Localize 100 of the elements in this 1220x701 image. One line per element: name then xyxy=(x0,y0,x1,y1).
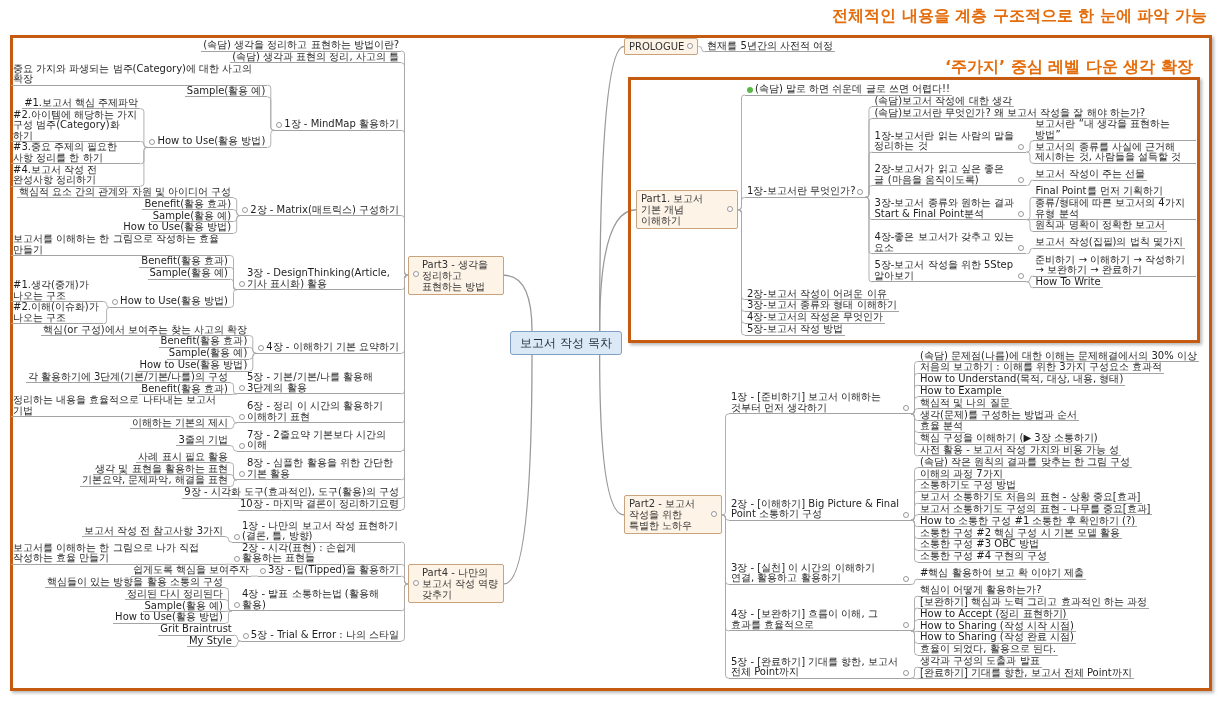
topic: 소통한 구성 #2 핵심 구성 시 기본 모델 활용 xyxy=(918,527,1123,539)
frame-heading: 전체적인 내용을 계층 구조적으로 한 눈에 파악 가능 xyxy=(832,6,1207,25)
connector xyxy=(229,445,238,452)
topic: 생각과 구성의 도출과 발표 xyxy=(918,656,1042,668)
topic: 9장 - 시각화 도구(효과적인), 도구(활용)의 구성 xyxy=(182,487,401,499)
topic: 보고서 소통하기도 처음의 표현 - 상황 중요[효과] xyxy=(918,492,1143,504)
connector xyxy=(224,610,233,612)
topic-text: 5장 - [완료하기] 기대를 향한, 보고서 전체 Point까지 xyxy=(731,656,899,678)
connector xyxy=(910,413,919,457)
connector xyxy=(232,215,241,222)
topic: Benefit(활용 효과) xyxy=(142,198,234,211)
topic xyxy=(729,609,911,632)
topic: 보고서란 “내 생각을 표현하는 방법” xyxy=(1033,119,1196,142)
topic: How to Use(활용 방법) xyxy=(137,360,250,372)
connector xyxy=(400,583,409,642)
connector xyxy=(224,536,233,543)
topic: 각 활용하기에 3단계(기본/기본/나를)의 구성 xyxy=(25,371,230,384)
topic: (속담) 생각과 표현의 정리, 사고의 틀 xyxy=(230,51,401,64)
connector xyxy=(721,413,730,516)
connector xyxy=(1026,196,1034,221)
topic-text: 2장 - Matrix(매트릭스) 구성하기 xyxy=(250,204,399,216)
topic: 5장-보고서 작성 방법 xyxy=(745,324,846,336)
topic: #핵심 활용하여 보고 확 이야기 제출 xyxy=(918,568,1087,580)
topic xyxy=(256,342,401,354)
topic: 효율 분석 xyxy=(918,421,966,433)
topic: 보고서의 종류를 사실에 근거해 제시하는 것, 사람들을 설득할 것 xyxy=(1033,141,1196,164)
topic xyxy=(237,372,401,395)
topic: Sample(활용 예) xyxy=(184,85,268,98)
branch-text: PROLOGUE xyxy=(629,41,685,52)
connector xyxy=(910,502,919,521)
topic: 사례 표시 필요 활용 xyxy=(136,451,230,464)
connector xyxy=(266,96,275,131)
connector xyxy=(910,619,919,632)
connector xyxy=(910,408,919,415)
topic: [보완하기] 핵심과 노력 그리고 효과적인 하는 과정 xyxy=(918,597,1149,609)
branch-curve xyxy=(599,354,625,516)
topic: 소통하기도 구성 방법 xyxy=(918,480,1019,492)
connector xyxy=(865,196,873,283)
topic: 정리하는 내용을 효율적으로 나타내는 보고서 기법 xyxy=(11,395,230,418)
topic xyxy=(237,268,401,291)
topic-text: 1장-보고서란 무엇인가? xyxy=(747,186,856,197)
topic: 준비하기 → 이해하기 → 작성하기 → 보완하기 → 완료하기 xyxy=(1033,254,1196,277)
branch-curve xyxy=(503,274,533,332)
topic: My Style xyxy=(186,635,234,648)
connector xyxy=(1026,219,1034,221)
branch-curve xyxy=(503,354,533,585)
connector xyxy=(229,422,238,430)
branch-box xyxy=(636,190,738,230)
connector xyxy=(1026,248,1034,255)
topic xyxy=(274,119,401,131)
branch-text: Part2 - 보고서 작성을 위한 특별한 노하우 xyxy=(629,498,697,532)
topic: #1.보고서 핵심 주제파악 xyxy=(22,97,141,110)
topic: #2.이해(이슈화)가 나오는 구조 xyxy=(11,302,104,325)
connector xyxy=(229,474,238,481)
topic: [완료하기] 기대를 향한, 보고서 전체 Point까지 xyxy=(918,667,1134,680)
connector xyxy=(224,610,233,624)
connector xyxy=(910,666,919,679)
topic: 핵심적 요소 간의 관계와 차원 및 아이디어 구성 xyxy=(16,186,234,199)
topic: 소통한 구성 #4 구현의 구성 xyxy=(918,551,1050,563)
connector xyxy=(229,382,238,395)
topic xyxy=(745,186,866,198)
topic: 처음의 보고하기 : 이해를 위한 3가지 구성요소 효과적 xyxy=(918,362,1164,374)
topic: 정리된 다시 정리된다 xyxy=(124,588,225,601)
topic xyxy=(237,401,401,424)
topic: Benefit(활용 효과) xyxy=(158,336,250,348)
connector xyxy=(229,479,238,487)
topic-text: 4장 - [보완하기] 흐름이 이해, 그 효과를 효율적으로 xyxy=(731,609,879,631)
topic: How to Accept (정리 표현하기) xyxy=(918,608,1069,621)
topic-text: 3장 - [실천] 이 시간의 이해하기 연결, 활용하고 활용하기 xyxy=(731,562,876,584)
connector xyxy=(229,278,238,291)
connector xyxy=(232,209,241,217)
topic: #2.아이템에 해당하는 가지 구성 범주(Category)화 하기 xyxy=(11,109,141,142)
connector xyxy=(102,306,111,325)
topic-text: 2장 - [이해하기] Big Picture & Final Point 소통하기 구성 xyxy=(731,498,901,520)
connector xyxy=(248,352,257,372)
topic: 기본요약, 문제파악, 해결을 표현 xyxy=(80,475,230,487)
connector xyxy=(102,301,111,308)
topic-text: 5장-보고서 작성을 위한 5Step 알아보기 xyxy=(874,260,1015,282)
connector xyxy=(910,677,919,680)
topic: How To Write xyxy=(1033,276,1103,289)
topic: #3.중요 주제의 필요한 사항 정리를 한 하기 xyxy=(11,142,141,165)
topic-text: 4장-좋은 보고서가 갖추고 있는 요소 xyxy=(874,232,1015,254)
connector xyxy=(400,215,409,276)
topic: 생각(문제)를 구성하는 방법과 순서 xyxy=(918,409,1080,421)
topic: How to Sharing (작성 시작 시점) xyxy=(918,620,1076,633)
branch-text: Part4 - 나만의 보고서 작성 역량 갖추기 xyxy=(422,567,499,601)
frame-heading: ‘주가지’ 중심 레벨 다운 생각 확장 xyxy=(945,57,1193,76)
topic: 4장-보고서의 작성은 무엇인가 xyxy=(745,312,886,324)
topic-text: 5장 - Trial & Error : 나의 스타일 xyxy=(250,630,399,641)
connector xyxy=(910,630,919,656)
topic: Grit Braintrust xyxy=(158,624,234,636)
topic-text: 1장 - 나만의 보고서 작성 표현하기(결론, 틀, 방향) xyxy=(242,520,399,542)
topic: How to Sharing (작성 완료 시점) xyxy=(918,632,1076,644)
topic: 보고서를 이해하는 한 그림으로 나가 직접 작성하는 효율 만들기 xyxy=(11,542,225,565)
topic: 핵심들이 있는 방향을 활용 소통의 구성 xyxy=(45,576,225,589)
branch-curve xyxy=(599,209,637,332)
connector xyxy=(233,640,242,648)
topic xyxy=(232,589,401,612)
topic-text: 3장 - 팁(Tipped)을 활용하기 xyxy=(267,565,399,576)
topic xyxy=(110,296,230,308)
